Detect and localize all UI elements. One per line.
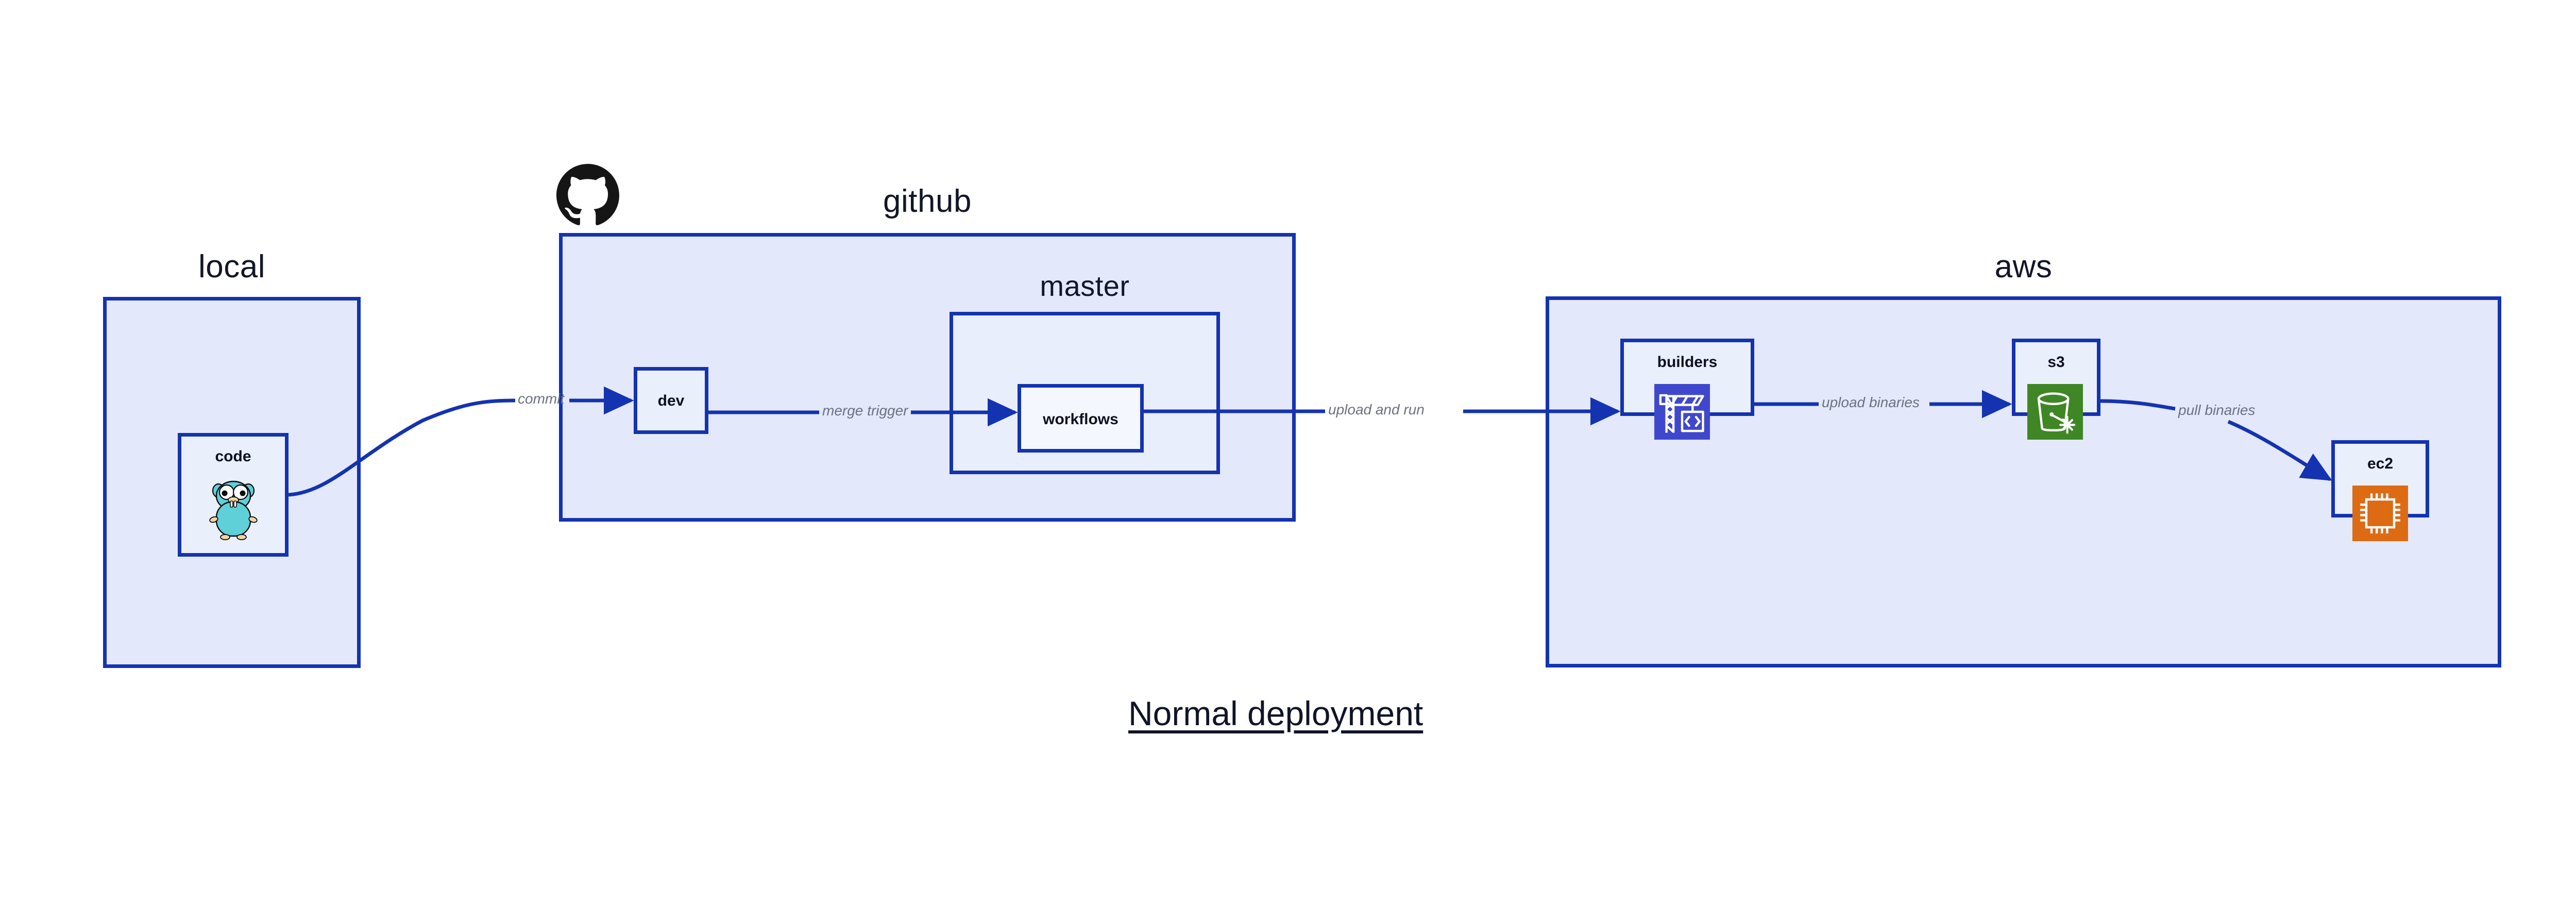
edge-label-pull-binaries: pull binaries [2178,402,2256,418]
node-box-code[interactable]: code [178,433,289,557]
group-label-aws: aws [1994,249,2053,285]
node-label-dev: dev [657,392,685,409]
node-label-builders: builders [1657,354,1718,371]
github-octocat-icon [556,164,619,227]
go-gopher-icon [207,475,260,540]
node-label-code: code [215,448,251,465]
edge-label-upload-and-run: upload and run [1328,402,1425,417]
diagram-caption: Normal deployment [1128,694,1423,732]
node-box-workflows[interactable]: workflows [1018,384,1144,453]
edge-label-upload-binaries: upload binaries [1822,394,1920,410]
node-label-workflows: workflows [1043,411,1118,428]
edge-label-commit: commit [518,391,565,407]
aws-builders-crane-icon [1654,384,1710,440]
aws-s3-bucket-icon [2027,384,2083,440]
group-label-local: local [198,249,265,285]
node-label-ec2: ec2 [2367,455,2394,472]
edge-label-merge-trigger: merge trigger [822,403,908,419]
node-box-dev[interactable]: dev [634,367,708,434]
node-box-ec2[interactable]: ec2 [2331,440,2429,517]
group-label-master: master [1040,270,1130,302]
aws-ec2-chip-icon [2352,486,2408,541]
group-label-github: github [883,183,972,219]
node-label-s3: s3 [2047,354,2065,371]
